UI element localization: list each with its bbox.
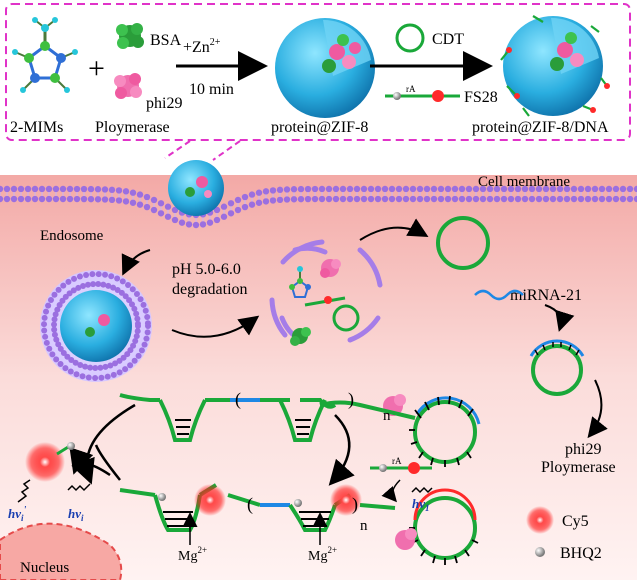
phi29-polymerase-icon — [114, 73, 142, 99]
legend-bhq2-swatch — [535, 547, 545, 557]
zn-label: +Zn2+ — [183, 37, 221, 56]
degradation-ph-label: pH 5.0-6.0 — [172, 261, 241, 278]
hv1-arrow — [381, 479, 401, 503]
repeat-n-lower: n — [360, 518, 368, 534]
2-mims-label: 2-MIMs — [10, 119, 63, 136]
fs28-label: FS28 — [464, 89, 498, 106]
released-bsa-icon — [290, 327, 311, 346]
released-2mim-icon — [289, 266, 311, 298]
repeat-n-upper: n — [383, 408, 391, 424]
degradation-label: degradation — [172, 281, 248, 298]
entering-nanoparticle-icon — [168, 160, 224, 216]
rca-complex-upper — [383, 394, 481, 467]
phi29-label: phi29 — [146, 95, 182, 112]
hv-prime-label: hvi' — [8, 505, 27, 523]
product2-label: protein@ZIF-8/DNA — [472, 119, 609, 136]
bracket-close-upper: ) — [348, 389, 354, 410]
legend: Cy5 BHQ2 — [526, 506, 602, 562]
product1-label: protein@ZIF-8 — [271, 119, 368, 136]
cy5-lower-left — [194, 484, 226, 516]
legend-cy5-label: Cy5 — [562, 513, 589, 530]
cycle-arrow-bottom — [94, 444, 121, 481]
bracket-open-lower: ( — [247, 494, 253, 515]
cdt-mirna-complex — [529, 339, 585, 396]
excitation-hv-icon — [67, 483, 91, 492]
emission-hv-prime-icon — [17, 479, 31, 503]
nucleus-label: Nucleus — [20, 560, 69, 576]
hairpin-stem-upper-left — [175, 419, 191, 435]
mg-label-right: Mg2+ — [308, 545, 337, 564]
endosome-label: Endosome — [40, 228, 104, 244]
hv1-wave-icon — [411, 486, 433, 494]
bracket-open-upper: ( — [235, 389, 241, 410]
hv1-label: hv1 — [412, 496, 430, 513]
bracket-close-lower: ) — [352, 494, 358, 515]
bsa-protein-icon — [116, 23, 144, 49]
hybridization-arrow — [544, 304, 575, 332]
nucleus: Nucleus — [0, 522, 123, 580]
hv-i-label: hvi — [68, 506, 84, 523]
reaction-time-label: 10 min — [189, 81, 234, 98]
mirna-label: miRNA-21 — [510, 287, 582, 304]
cdt-template-circle — [436, 216, 490, 270]
polymerase-label: Ploymerase — [95, 119, 170, 136]
endosome-vesicle — [40, 270, 152, 382]
mirna-strand-icon — [474, 289, 524, 301]
released-cy5-icon — [25, 442, 75, 482]
rca-complex-lower — [395, 488, 479, 565]
released-cdt-icon — [332, 304, 360, 332]
cycle-arrow-right — [328, 414, 355, 486]
bsa-label: BSA — [150, 32, 182, 49]
fs28-probe-icon: rA — [385, 84, 460, 102]
cell-membrane-label: Cell membrane — [478, 174, 570, 190]
cleaved-fs28-icon: rA — [370, 456, 432, 474]
degradation-arrow — [171, 315, 260, 338]
hairpin-stem-upper-right — [295, 419, 311, 435]
phi29-cell-label: phi29 — [565, 441, 601, 458]
legend-cy5-swatch — [526, 506, 554, 534]
mg-label-left: Mg2+ — [178, 545, 207, 564]
bhq2-lower-right — [294, 499, 302, 507]
release-cy5-arrow — [69, 447, 111, 477]
polymerization-arrow — [587, 379, 608, 439]
cdt-label: CDT — [432, 31, 464, 48]
rca-product-upper — [119, 393, 337, 442]
plus-sign: + — [88, 52, 105, 85]
endosome-arrow — [121, 249, 151, 276]
cdt-circle-icon — [395, 23, 425, 53]
released-phi29-icon — [320, 259, 341, 278]
protein-zif8-dna-particle-icon — [500, 15, 610, 117]
protein-zif8-particle-icon — [275, 18, 375, 118]
ra-label: rA — [406, 84, 416, 94]
release-arrow — [359, 218, 429, 241]
svg-text:rA: rA — [392, 456, 402, 466]
bhq2-lower-left — [158, 493, 166, 501]
2-mim-molecule-icon — [12, 17, 78, 93]
polymerase-cell-label: Ploymerase — [541, 459, 616, 476]
cy5-lower-right — [330, 484, 362, 516]
released-cy5-dot — [324, 296, 332, 304]
legend-bhq2-label: BHQ2 — [560, 545, 602, 562]
